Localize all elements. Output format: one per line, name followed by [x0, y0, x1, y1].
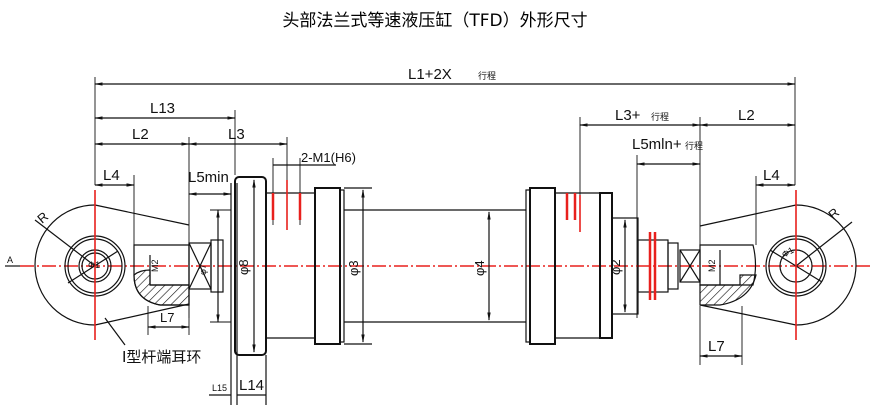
- left-port-section: [266, 180, 315, 339]
- right-rod-eye: M2 R Φ1: [679, 190, 857, 340]
- l2-right-label: L2: [738, 107, 755, 124]
- left-d7-label: φ7: [198, 264, 208, 275]
- section-mark-label: A: [7, 255, 13, 265]
- l13-label: L13: [150, 100, 175, 117]
- l5min-left-label: L5min: [188, 169, 229, 186]
- cylinder-barrel: φ3 φ4: [314, 187, 556, 345]
- left-r-label: R: [34, 209, 51, 227]
- l3-right-label: L3+: [615, 107, 641, 124]
- d4-label: φ4: [472, 260, 487, 276]
- d2-label: φ2: [608, 259, 623, 275]
- l5min-right-label: L5mln+: [632, 136, 682, 153]
- right-head: φ2: [555, 192, 679, 339]
- m1-label: 2-M1(H6): [301, 150, 356, 165]
- left-m2-label: M2: [150, 259, 160, 272]
- l4-left-label: L4: [103, 167, 120, 184]
- overall-dimension-suffix: 行程: [478, 70, 496, 81]
- l3-right-suffix: 行程: [651, 111, 669, 122]
- l2-left-label: L2: [132, 126, 149, 143]
- drawing-title: 头部法兰式等速液压缸（TFD）外形尺寸: [282, 10, 587, 31]
- l3-left-label: L3: [228, 126, 245, 143]
- right-r-label: R: [825, 205, 842, 223]
- l4-right-label: L4: [763, 167, 780, 184]
- overall-dimension-label: L1+2X: [408, 66, 452, 83]
- l15-label: L15: [212, 383, 227, 393]
- l5min-right-suffix: 行程: [685, 140, 703, 151]
- d3-label: φ3: [346, 260, 361, 276]
- left-flange: φ8: [210, 176, 267, 405]
- l14-label: L14: [239, 377, 264, 394]
- rod-end-leader: [104, 317, 126, 346]
- l7-left-label: L7: [160, 310, 174, 325]
- rod-end-label: Ⅰ型杆端耳环: [122, 348, 201, 366]
- left-d1-label: Φ1: [88, 260, 100, 270]
- left-rod-eye: R Φ1 M2 φ7: [34, 190, 224, 340]
- l7-right-label: L7: [708, 338, 725, 355]
- right-m2-label: M2: [707, 259, 717, 272]
- d8-label: φ8: [236, 259, 251, 275]
